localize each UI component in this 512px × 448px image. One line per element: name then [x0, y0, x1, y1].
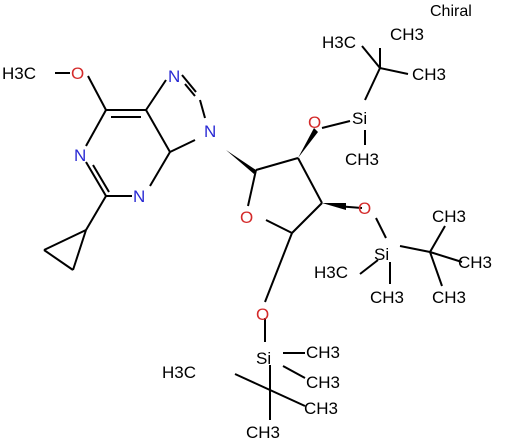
tbs-a-methyl-3: CH3 — [412, 65, 446, 84]
ring-nitrogen-7: N — [168, 67, 180, 86]
oxygen-5prime: O — [256, 305, 269, 324]
silicon-c: Si — [256, 349, 271, 368]
ring-nitrogen-3: N — [133, 187, 145, 206]
tbs-c-methyl-1: H3C — [162, 363, 196, 382]
silicon-b: Si — [374, 245, 389, 264]
oxygen-2prime: O — [308, 113, 321, 132]
methoxy-oxygen: O — [71, 64, 84, 83]
atom-labels: H3C O N N N N O O O O Si Si Si H3C CH3 C… — [2, 25, 492, 442]
methyl-label: H3C — [2, 64, 36, 83]
wedge-c3prime-o — [322, 203, 346, 210]
chiral-label: Chiral — [430, 3, 472, 20]
tbs-b-si-methyl-2: CH3 — [370, 288, 404, 307]
bond-lines — [43, 45, 463, 420]
furanose-oxygen: O — [240, 208, 253, 227]
tbs-b-methyl-3: CH3 — [432, 288, 466, 307]
wedge-bonds — [226, 128, 346, 210]
tbs-b-si-methyl-1: H3C — [314, 263, 348, 282]
tbs-c-si-methyl-2: CH3 — [306, 373, 340, 392]
tbs-c-methyl-3: CH3 — [304, 399, 338, 418]
ring-nitrogen-1: N — [74, 146, 86, 165]
oxygen-3prime: O — [358, 199, 371, 218]
tbs-c-methyl-2: CH3 — [246, 423, 280, 442]
wedge-n9-c1prime — [226, 150, 256, 174]
silicon-a: Si — [352, 109, 367, 128]
tbs-a-methyl-2: CH3 — [390, 25, 424, 44]
wedge-c2prime-o — [298, 128, 318, 158]
tbs-a-methyl-1: H3C — [322, 33, 356, 52]
tbs-b-methyl-2: CH3 — [458, 253, 492, 272]
tbs-b-methyl-1: CH3 — [432, 207, 466, 226]
tbs-a-si-methyl: CH3 — [345, 150, 379, 169]
tbs-c-si-methyl-1: CH3 — [306, 343, 340, 362]
ring-nitrogen-9: N — [204, 122, 216, 141]
